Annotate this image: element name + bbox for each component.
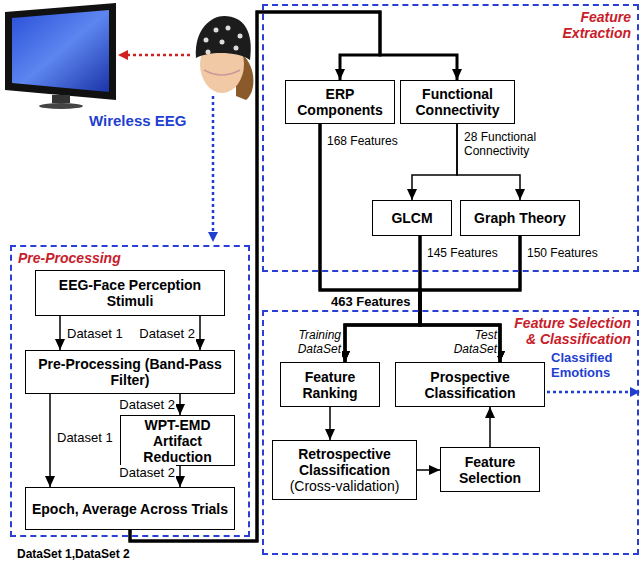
feature-count: 145 Features (426, 246, 499, 260)
process-box: EEG-Face Perception Stimuli (35, 270, 225, 316)
feature-count: 28 Functional Connectivity (463, 130, 570, 158)
region-heading: Pre-Processing (16, 250, 123, 266)
box-label: Functional Connectivity (405, 86, 510, 118)
edge-label: Dataset 2 (128, 326, 196, 341)
edge-label: Dataset 2 (108, 465, 176, 480)
box-label: Feature Selection (445, 454, 535, 486)
blue-dotted-arrow (208, 96, 218, 242)
tv-monitor (5, 3, 116, 109)
dataset-label: Training DataSet (278, 328, 342, 356)
box-label: Graph Theory (474, 210, 566, 226)
feature-count: 168 Features (326, 134, 399, 148)
dashed-region: Pre-ProcessingEEG-Face Perception Stimul… (10, 245, 250, 537)
process-box: Pre-Processing (Band-Pass Filter) (25, 350, 235, 394)
box-label: Feature Ranking (285, 369, 375, 401)
output-label: Classified Emotions (550, 350, 637, 380)
box-label: Pre-Processing (Band-Pass Filter) (30, 356, 230, 388)
connector-arrow (420, 236, 520, 362)
connector-arrow (489, 407, 491, 447)
device-label: Wireless EEG (88, 112, 187, 129)
edge-label: Dataset 1 (56, 430, 114, 445)
process-box: Epoch, Average Across Trials (25, 487, 235, 530)
process-box: GLCM (372, 200, 452, 236)
connector-arrow (199, 316, 201, 350)
box-label: ERP Components (290, 86, 390, 118)
connector-arrow (59, 316, 61, 350)
dataset-label: Test DataSet (440, 328, 498, 356)
box-label: GLCM (391, 210, 432, 226)
edge-label: Dataset 2 (108, 397, 176, 412)
box-label: (Cross-validation) (290, 478, 400, 494)
edge-label: Dataset 1 (66, 326, 124, 341)
process-box: Graph Theory (460, 200, 580, 236)
dashed-region: Feature ExtractionERP Components Function… (262, 4, 639, 272)
connector-arrow (179, 394, 181, 415)
connector-arrow (49, 394, 51, 487)
connector-arrow (417, 469, 440, 471)
box-label: EEG-Face Perception Stimuli (40, 277, 220, 309)
process-box: Prospective Classification (395, 362, 545, 407)
process-box: WPT-EMD Artifact Reduction (120, 415, 235, 466)
feature-count: 150 Features (526, 246, 599, 260)
connector-arrow (179, 466, 181, 487)
process-box: Feature Ranking (280, 362, 380, 407)
output-dotted-arrow (547, 387, 640, 397)
process-box: Feature Selection (440, 447, 540, 492)
eeg-head (196, 16, 254, 100)
red-dotted-arrow (118, 50, 190, 60)
connector-arrow (412, 124, 457, 200)
box-label: Retrospective Classification (277, 446, 412, 478)
process-box: ERP Components (285, 80, 395, 124)
feature-count: 463 Features (330, 294, 412, 309)
process-box: Functional Connectivity (400, 80, 515, 124)
box-label: Prospective Classification (400, 369, 540, 401)
box-label: Epoch, Average Across Trials (32, 501, 228, 517)
dataset-label: DataSet 1,DataSet 2 (16, 547, 131, 561)
process-box: Retrospective Classification(Cross-valid… (272, 440, 417, 500)
region-heading: Feature Selection & Classification (511, 315, 633, 347)
connector-arrow (420, 236, 500, 362)
region-heading: Feature Extraction (511, 9, 633, 41)
connector-arrow (329, 407, 331, 440)
box-label: WPT-EMD Artifact Reduction (125, 417, 230, 465)
